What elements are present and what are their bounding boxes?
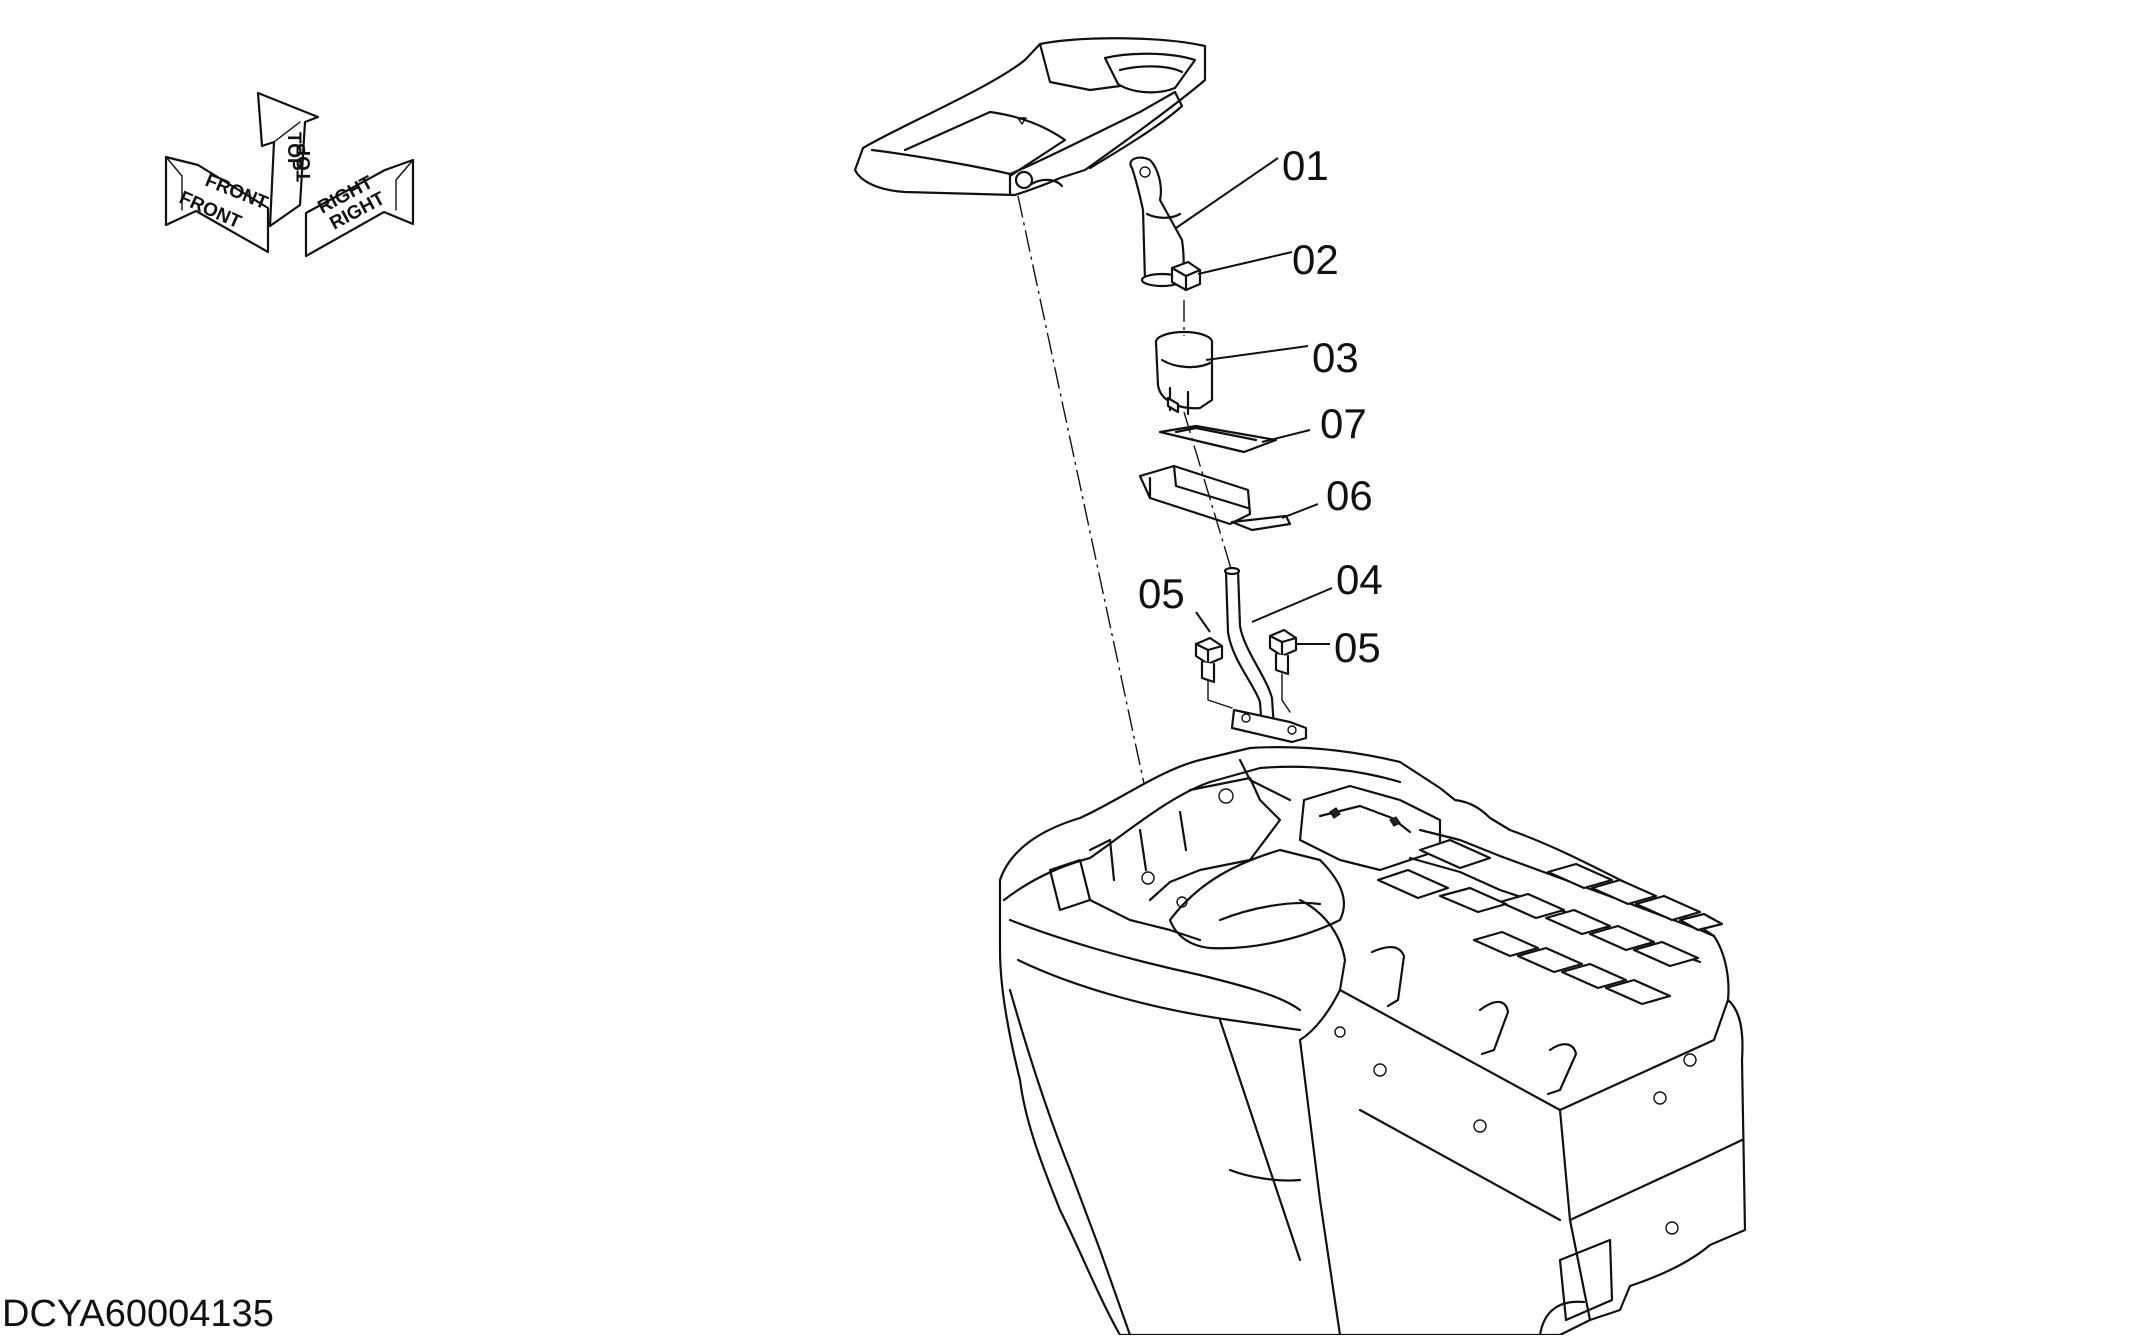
- callout-01: 01: [1282, 142, 1329, 189]
- part-03-holder: [1154, 330, 1214, 416]
- console-base: [998, 746, 1747, 1337]
- orientation-top-upside: TOP: [294, 143, 315, 182]
- callouts: 01 02 03 07 06 04 05 05: [1138, 142, 1383, 671]
- armrest-top-cover: [853, 37, 1207, 197]
- callout-06: 06: [1326, 472, 1373, 519]
- callout-02: 02: [1292, 236, 1339, 283]
- switch-panel-grid: [1376, 838, 1724, 1006]
- part-06-cover: [1138, 464, 1292, 532]
- part-05-bolt-right: [1268, 628, 1298, 676]
- part-07-plate: [1158, 424, 1278, 454]
- drawing-number: DCYA60004135: [2, 1293, 274, 1335]
- callout-07: 07: [1320, 400, 1367, 447]
- callout-04: 04: [1336, 556, 1383, 603]
- orientation-top-label: TOP: [283, 132, 304, 171]
- callout-03: 03: [1312, 334, 1359, 381]
- part-05-bolt-left: [1194, 636, 1224, 684]
- part-02-nut: [1170, 260, 1202, 292]
- orientation-symbol: FRONT FRONT TOP TOP RIGHT RIGHT: [164, 91, 415, 258]
- callout-05-left: 05: [1138, 570, 1185, 617]
- part-04-lever: [1223, 566, 1308, 744]
- callout-05-right: 05: [1334, 624, 1381, 671]
- leader-lines: [1175, 157, 1333, 645]
